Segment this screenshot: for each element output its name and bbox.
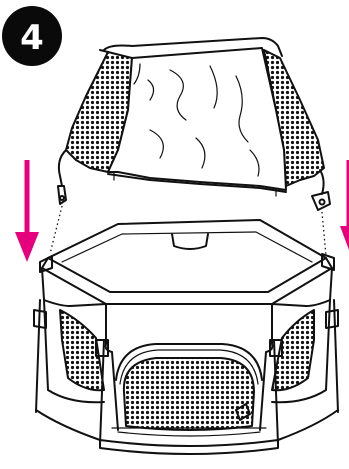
step-badge: 4 (2, 6, 62, 66)
playard-base (100, 440, 278, 454)
left-guide-line (50, 206, 62, 254)
left-leg (36, 300, 40, 412)
right-mesh-panel (272, 310, 314, 390)
front-mesh-panel (124, 358, 254, 430)
right-down-arrow (340, 160, 349, 250)
right-guide-line (322, 212, 326, 256)
playard (34, 220, 338, 454)
canopy (58, 38, 330, 210)
step-number: 4 (20, 18, 44, 58)
left-down-arrow (15, 160, 39, 262)
left-mesh-panel (60, 310, 104, 390)
playard-top-rim (48, 220, 326, 258)
